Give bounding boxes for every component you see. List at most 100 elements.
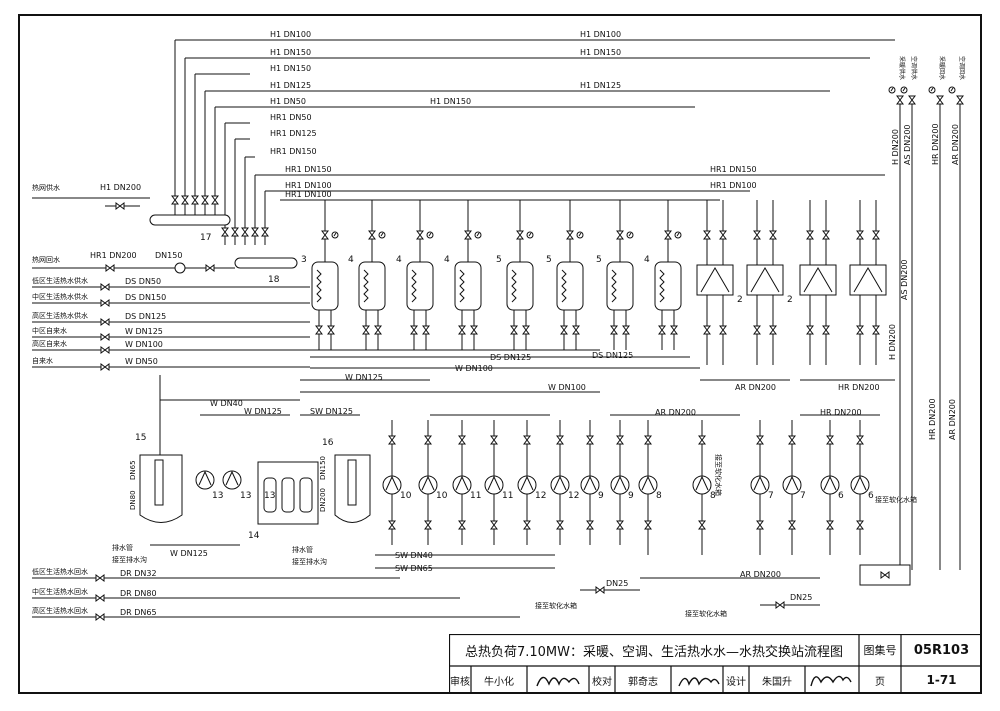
valve-icon — [664, 230, 672, 240]
pipe-label: AS DN200 — [900, 259, 909, 300]
equipment-number: 7 — [768, 491, 774, 501]
valve-body — [327, 325, 335, 335]
valve-icon — [362, 325, 370, 335]
pipe-label: DS DN150 — [125, 293, 166, 302]
side-label: 接至软化水箱 — [535, 601, 577, 610]
equipment-number: 4 — [644, 255, 650, 265]
pump-impeller — [225, 470, 239, 486]
pipe-label: DN25 — [790, 593, 812, 602]
valve-body — [560, 325, 568, 335]
valve-body — [315, 325, 323, 335]
pipe-label: SW DN40 — [395, 551, 433, 560]
pipe-label: W DN125 — [345, 373, 383, 382]
valve-icon — [719, 230, 727, 240]
valve-icon — [464, 230, 472, 240]
valve-icon — [422, 325, 430, 335]
valve-icon — [100, 318, 110, 326]
equipment-number: 6 — [868, 491, 874, 501]
valve-icon — [856, 325, 864, 335]
valve-icon — [658, 325, 666, 335]
pipe-label: W DN125 — [125, 327, 163, 336]
valve-body — [806, 325, 814, 335]
storage-water-heater — [454, 261, 482, 311]
valve-icon — [95, 594, 105, 602]
equipment-number: 13 — [212, 491, 223, 501]
valve-icon — [368, 230, 376, 240]
pump-casing — [782, 475, 802, 495]
collector-header — [234, 257, 298, 269]
valve-body — [171, 195, 179, 205]
pump-impeller — [198, 470, 212, 486]
pipe-label: W DN100 — [455, 364, 493, 373]
valve-icon — [171, 195, 179, 205]
valve-icon — [211, 195, 219, 205]
tank-label: DN150 — [319, 456, 327, 480]
valve-body — [100, 363, 110, 371]
pipe-label: AS DN200 — [903, 124, 912, 165]
valve-icon — [622, 325, 630, 335]
pipe-label: DS DN125 — [490, 353, 531, 362]
valve-body — [644, 435, 652, 445]
pipe-label: DR DN32 — [120, 569, 157, 578]
side-label: 热网回水 — [32, 255, 60, 264]
storage-water-heater — [606, 261, 634, 311]
side-label: 接至软化水箱 — [875, 495, 917, 504]
valve-icon — [788, 435, 796, 445]
pump-icon — [222, 470, 242, 490]
pump-impeller — [553, 475, 567, 491]
pump-casing — [580, 475, 600, 495]
pump-impeller — [613, 475, 627, 491]
valve-icon — [205, 264, 215, 272]
valve-icon — [556, 435, 564, 445]
pressure-gauge-icon — [928, 86, 936, 94]
pressure-gauge-icon — [331, 231, 339, 239]
pipe-label: W DN100 — [548, 383, 586, 392]
equipment-number: 4 — [444, 255, 450, 265]
softener-column — [281, 477, 295, 513]
equipment-number: 12 — [568, 491, 579, 501]
valve-icon — [115, 202, 125, 210]
valve-body — [523, 520, 531, 530]
valve-body — [856, 230, 864, 240]
pump-impeller — [421, 475, 435, 491]
equipment-number: 9 — [598, 491, 604, 501]
valve-icon — [872, 230, 880, 240]
valve-icon — [191, 195, 199, 205]
exchanger-plates — [853, 267, 883, 293]
valve-body — [698, 520, 706, 530]
gauge-needle — [380, 232, 384, 237]
valve-body — [756, 435, 764, 445]
filter-icon — [174, 262, 186, 274]
pump-icon — [782, 475, 802, 495]
valve-body — [616, 520, 624, 530]
check-label: 校对 — [592, 676, 612, 688]
valve-icon — [251, 227, 259, 237]
drawing-title: 总热负荷7.10MW：采暖、空调、生活热水水—水热交换站流程图 — [464, 644, 844, 660]
pump-impeller — [641, 475, 655, 491]
heating-coil — [561, 269, 567, 303]
valve-body — [241, 227, 249, 237]
equipment-number: 8 — [656, 491, 662, 501]
equipment-number: 5 — [546, 255, 552, 265]
pipe-label: HR1 DN100 — [285, 190, 332, 199]
storage-water-heater — [654, 261, 682, 311]
heating-coil — [316, 269, 322, 303]
heating-coil — [611, 269, 617, 303]
valve-body — [936, 95, 944, 105]
valve-icon — [586, 520, 594, 530]
title-block: 总热负荷7.10MW：采暖、空调、生活热水水—水热交换站流程图 图集号 05R1… — [449, 634, 982, 694]
valve-body — [822, 230, 830, 240]
valve-icon — [388, 435, 396, 445]
pump-casing — [850, 475, 870, 495]
valve-body — [368, 230, 376, 240]
valve-icon — [416, 230, 424, 240]
equipment-number: 18 — [268, 275, 280, 285]
pump-impeller — [455, 475, 469, 491]
valve-body — [856, 435, 864, 445]
valve-body — [100, 299, 110, 307]
valve-icon — [698, 520, 706, 530]
gauge-needle — [628, 232, 632, 237]
valve-body — [100, 283, 110, 291]
valve-icon — [753, 325, 761, 335]
tank-label: DN80 — [129, 490, 137, 510]
